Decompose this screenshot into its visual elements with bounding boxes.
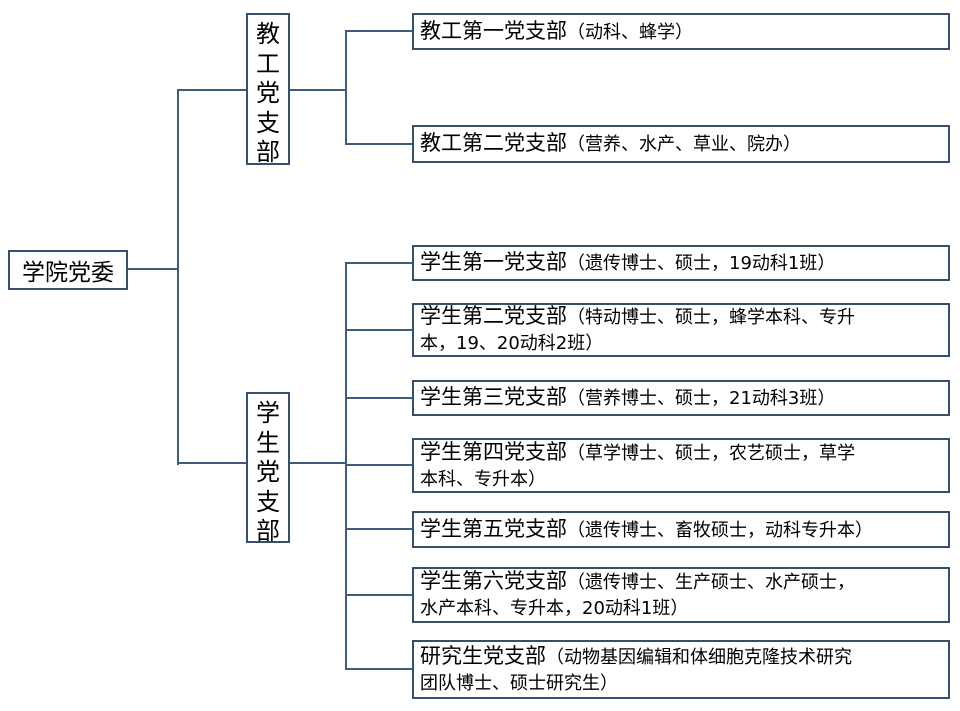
leaf-node-text: 学生第一党支部（遗传博士、硕士，19动科1班） [420,250,836,274]
root-node-label: 学院党委 [22,260,114,286]
leaf-node-text: 研究生党支部（动物基因编辑和体细胞克隆技术研究 [420,643,852,668]
connector-branch-leaf-4 [347,397,412,399]
leaf-node-text: 学生第二党支部（特动博士、硕士，蜂学本科、专升 [420,304,855,328]
leaf-node-student-branch-1: 学生第一党支部（遗传博士、硕士，19动科1班） [412,245,950,281]
connector-branch-leaf-3 [347,329,412,331]
leaf-node-graduate-branch: 研究生党支部（动物基因编辑和体细胞克隆技术研究 团队博士、硕士研究生） [412,640,950,699]
leaf-node-faculty-branch-2: 教工第二党支部（营养、水产、草业、院办） [412,125,950,163]
leaf-node-text: 学生第六党支部（遗传博士、生产硕士、水产硕士， [420,569,855,593]
connector-trunk-to-student [177,462,246,464]
connector-branch-leaf-0 [347,30,412,32]
connector-branch-leaf-5 [347,464,412,466]
leaf-node-student-branch-2: 学生第二党支部（特动博士、硕士，蜂学本科、专升 本，19、20动科2班） [412,303,950,357]
leaf-node-text: 教工第一党支部（动科、蜂学） [420,18,693,43]
connector-branch-leaf-7 [347,594,412,596]
branch-node-student-party: 学生党支部 [246,392,290,543]
connector-student-to-bracket [290,462,346,464]
leaf-node-text: 学生第三党支部（营养博士、硕士，21动科3班） [420,385,836,409]
connector-trunk-vertical [177,89,179,465]
connector-student-bracket [345,262,347,670]
connector-root-to-trunk [128,268,178,270]
connector-branch-leaf-6 [347,528,412,530]
leaf-node-faculty-branch-1: 教工第一党支部（动科、蜂学） [412,13,950,50]
branch-node-faculty-party: 教工党支部 [246,13,290,165]
connector-branch-leaf-2 [347,262,412,264]
leaf-node-text: 学生第四党支部（草学博士、硕士，农艺硕士，草学 [420,439,855,464]
connector-branch-leaf-8 [347,668,412,670]
leaf-node-text: 学生第五党支部（遗传博士、畜牧硕士，动科专升本） [420,516,873,541]
leaf-node-student-branch-6: 学生第六党支部（遗传博士、生产硕士、水产硕士， 水产本科、专升本，20动科1班） [412,567,950,623]
connector-faculty-to-bracket [290,89,346,91]
connector-branch-leaf-1 [347,143,412,145]
leaf-node-student-branch-4: 学生第四党支部（草学博士、硕士，农艺硕士，草学 本科、专升本） [412,438,950,493]
leaf-node-student-branch-5: 学生第五党支部（遗传博士、畜牧硕士，动科专升本） [412,511,950,548]
leaf-node-text: 教工第二党支部（营养、水产、草业、院办） [420,131,801,155]
leaf-node-student-branch-3: 学生第三党支部（营养博士、硕士，21动科3班） [412,380,950,416]
connector-trunk-to-faculty [177,89,246,91]
root-node-college-party-committee: 学院党委 [8,250,128,290]
connector-faculty-bracket [345,30,347,145]
